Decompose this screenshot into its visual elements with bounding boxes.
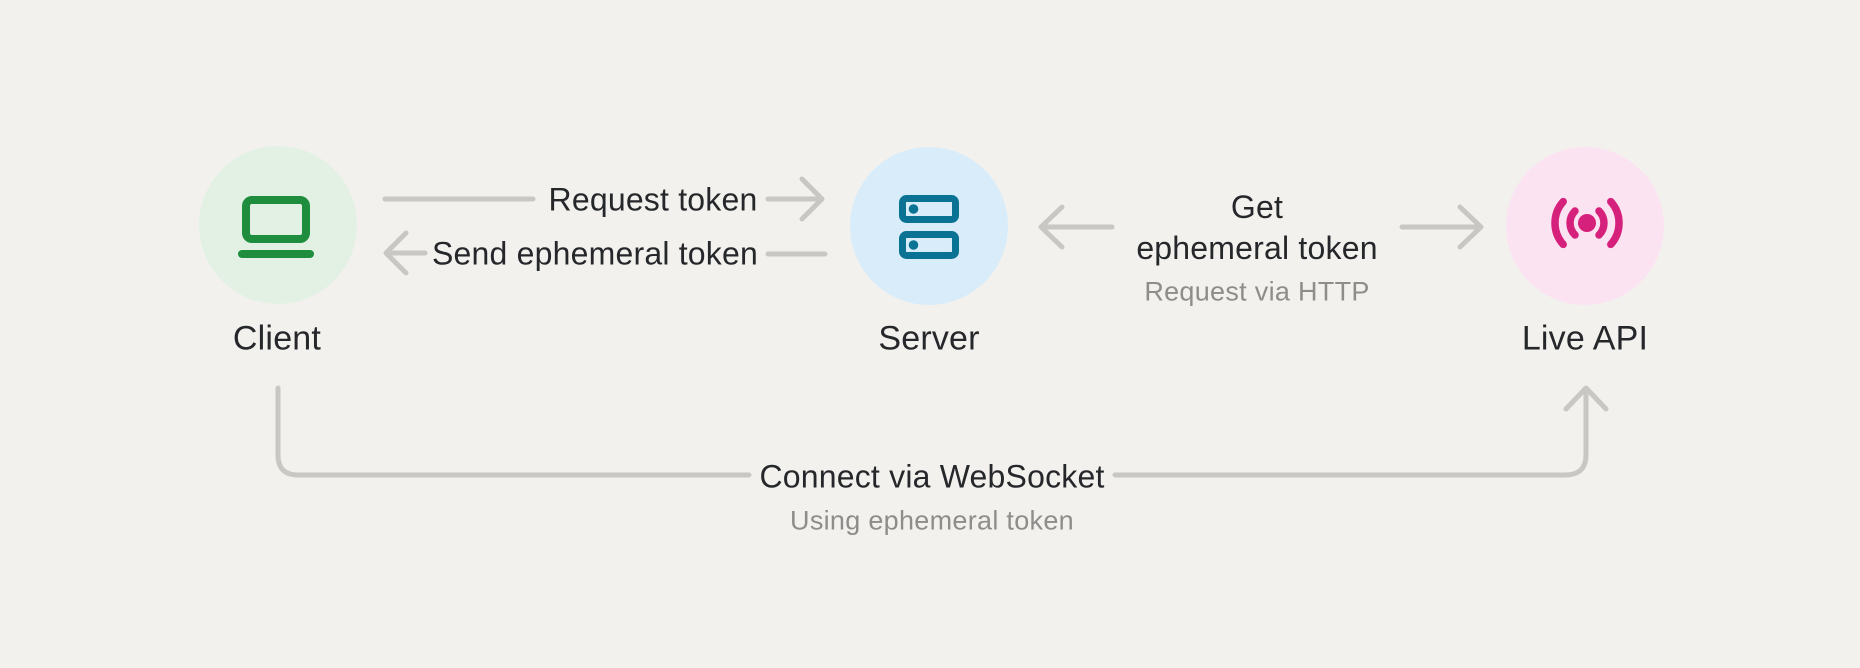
connect-websocket-label: Connect via WebSocket <box>759 458 1105 495</box>
get-ephemeral-token-label: Get ephemeral token <box>1136 187 1377 269</box>
arrow-left-icon <box>383 230 409 276</box>
arrow-right-icon <box>1457 204 1484 250</box>
server-circle <box>850 147 1008 305</box>
using-ephemeral-token-sublabel: Using ephemeral token <box>790 505 1074 536</box>
server-stack-icon <box>899 195 959 259</box>
server-stack-dots <box>908 204 919 250</box>
websocket-line-right <box>1112 389 1589 478</box>
websocket-line-left <box>275 385 752 478</box>
live-broadcast-icon <box>1551 197 1623 249</box>
connector-group <box>275 176 1609 478</box>
server-label: Server <box>878 319 980 358</box>
request-via-http-sublabel: Request via HTTP <box>1144 276 1370 307</box>
request-token-label: Request token <box>548 181 758 218</box>
live-api-label: Live API <box>1521 319 1649 358</box>
server-stack-outline <box>899 195 959 259</box>
get-ephemeral-token-label-line2: ephemeral token <box>1136 230 1378 266</box>
client-node <box>199 146 357 304</box>
arrow-left-icon <box>1038 204 1065 250</box>
broadcast-waves <box>1551 197 1623 249</box>
broadcast-dot <box>1578 214 1596 232</box>
get-ephemeral-token-label-line1: Get <box>1230 189 1284 225</box>
live-api-node <box>1506 147 1664 305</box>
arrow-up-icon <box>1563 385 1609 412</box>
client-circle <box>199 146 357 304</box>
laptop-icon <box>238 196 314 258</box>
server-node <box>850 147 1008 305</box>
client-label: Client <box>232 319 322 358</box>
send-ephemeral-token-label: Send ephemeral token <box>432 235 758 272</box>
arrow-right-icon <box>799 176 825 222</box>
